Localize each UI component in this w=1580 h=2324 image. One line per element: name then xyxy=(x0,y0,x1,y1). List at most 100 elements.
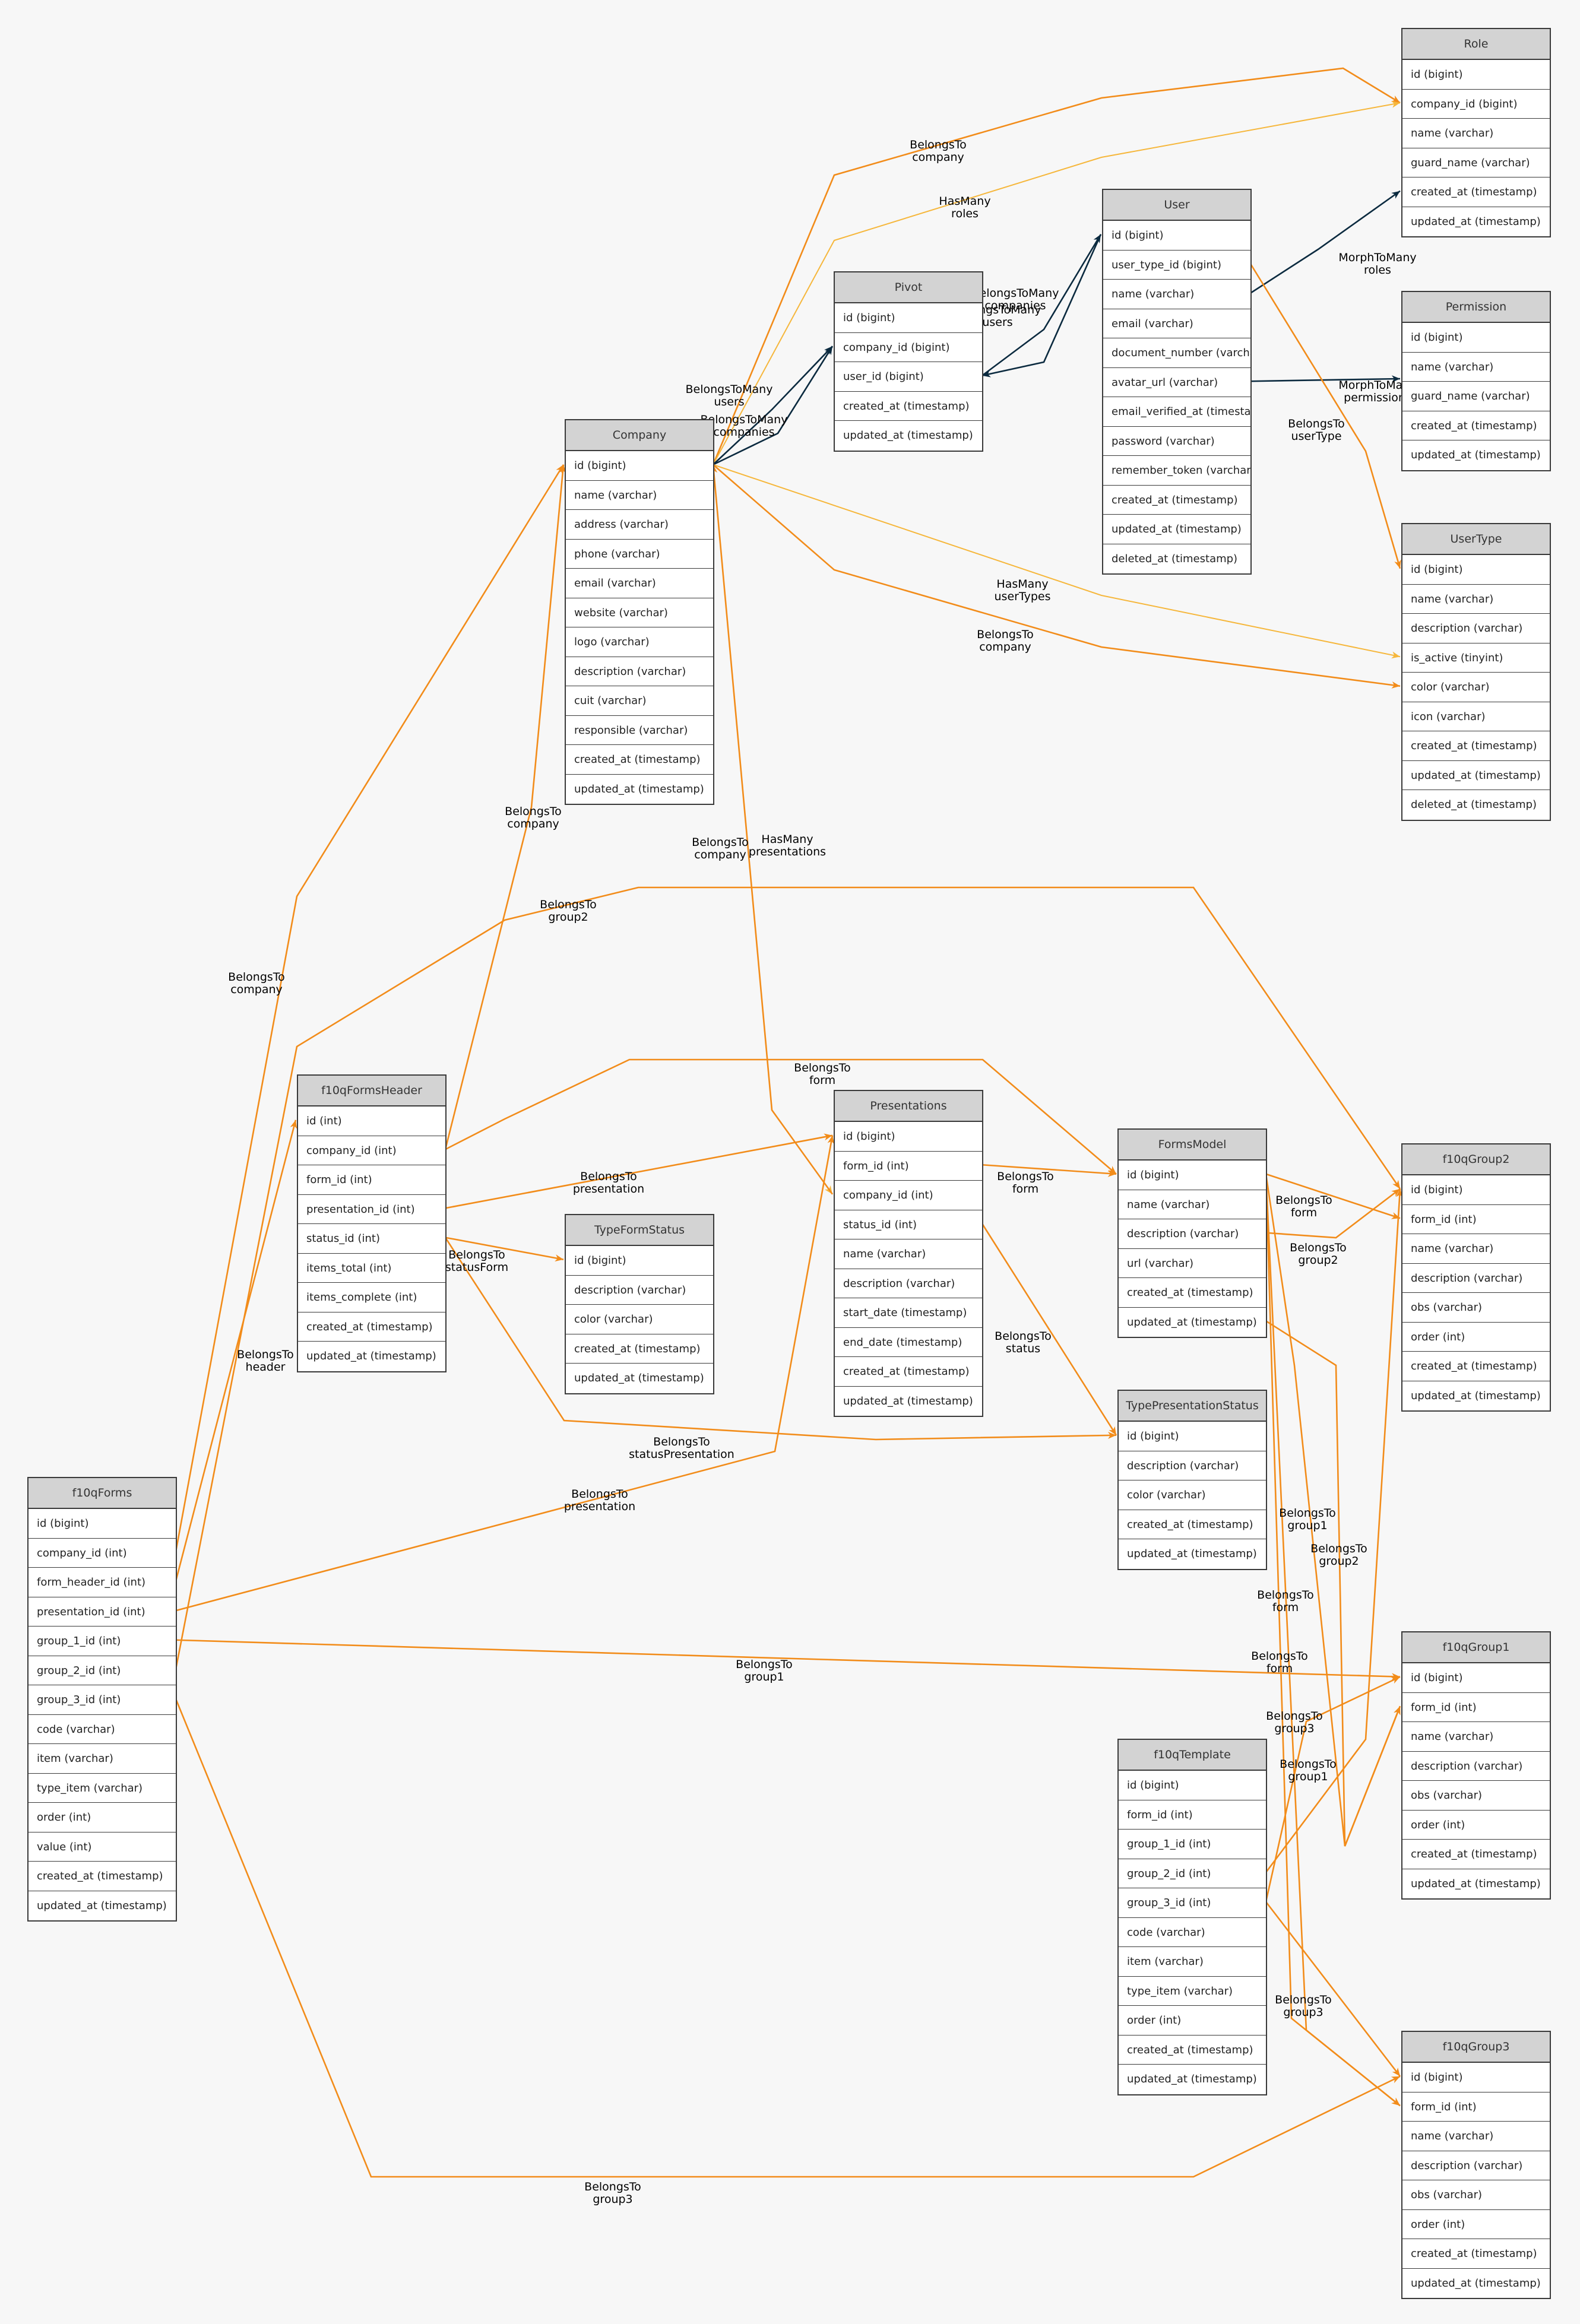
table-column: created_at (timestamp) xyxy=(298,1312,445,1342)
table-column: updated_at (timestamp) xyxy=(1411,1877,1541,1890)
table-column: company_id (int) xyxy=(835,1181,982,1210)
edge-belongstomany-companies[interactable] xyxy=(981,234,1102,377)
edge-belongsto-group3[interactable] xyxy=(175,1698,1401,2178)
table-column: description (varchar) xyxy=(835,1269,982,1298)
edge-belongsto-group1[interactable] xyxy=(175,1639,1401,1678)
table-column: group_1_id (int) xyxy=(1119,1830,1266,1859)
edge-belongsto-status[interactable] xyxy=(981,1223,1117,1436)
table-column: created_at (timestamp) xyxy=(1402,411,1550,440)
table-column: id (bigint) xyxy=(566,451,713,481)
table-header: Permission xyxy=(1402,292,1550,323)
table-header: TypeFormStatus xyxy=(566,1215,713,1246)
edge-belongsto-form[interactable] xyxy=(981,1163,1117,1175)
table-column: id (bigint) xyxy=(1402,2063,1550,2092)
table-column: name (varchar) xyxy=(1402,585,1550,614)
edge-belongsto-form[interactable] xyxy=(1265,1174,1401,2107)
table-column: email_verified_at (timestamp) xyxy=(1103,397,1250,427)
edge-belongsto-company[interactable] xyxy=(712,67,1401,465)
edge-morphtomany-roles[interactable] xyxy=(1250,190,1401,294)
edge-belongsto-company-arrowhead xyxy=(1391,95,1400,103)
table-column: description (varchar) xyxy=(566,657,713,686)
edge-belongsto-group2[interactable] xyxy=(1265,1174,1401,1847)
edge-belongstomany-users[interactable] xyxy=(713,345,833,465)
edge-belongsto-group2[interactable] xyxy=(1265,1188,1401,1239)
table-column: id (bigint) xyxy=(1119,1422,1266,1451)
table-column: icon (varchar) xyxy=(1402,702,1550,731)
edge-belongsto-company[interactable] xyxy=(444,464,565,1150)
edge-morphtomany-permissions[interactable] xyxy=(1250,378,1401,382)
table-header: Company xyxy=(566,420,713,451)
table-column: form_header_id (int) xyxy=(29,1568,176,1597)
table-column: updated_at (timestamp) xyxy=(1402,761,1550,790)
edge-belongsto-presentation[interactable] xyxy=(175,1135,834,1612)
table-column: group_3_id (int) xyxy=(29,1685,176,1715)
edge-belongsto-company-arrowhead xyxy=(1391,681,1400,689)
edge-belongsto-group3[interactable] xyxy=(1265,1901,1401,2077)
table-column: name (varchar) xyxy=(566,481,713,510)
table-column: description (varchar) xyxy=(1119,1219,1266,1249)
edge-belongsto-header[interactable] xyxy=(175,1120,297,1582)
table-column: order (int) xyxy=(1402,1323,1550,1352)
edge-hasmany-roles[interactable] xyxy=(713,102,1401,465)
edge-belongsto-form[interactable] xyxy=(1265,1173,1401,1219)
table-column: description (varchar) xyxy=(1402,1264,1550,1293)
edge-belongsto-group1[interactable] xyxy=(1265,1188,1401,1873)
table-column: status_id (int) xyxy=(835,1210,982,1239)
table-column: group_1_id (int) xyxy=(29,1627,176,1656)
table-column: status_id (int) xyxy=(298,1224,445,1254)
edge-belongstomany-companies[interactable] xyxy=(713,345,834,465)
table-column: description (varchar) xyxy=(1119,1451,1266,1480)
table-column: responsible (varchar) xyxy=(566,716,713,745)
table-column: document_number (varchar) xyxy=(1103,338,1250,368)
table-column: description (varchar) xyxy=(1402,614,1550,643)
table-column: code (varchar) xyxy=(1119,1918,1266,1947)
edge-belongstomany-users[interactable] xyxy=(981,234,1102,376)
table-column: company_id (bigint) xyxy=(835,333,982,362)
table-column: updated_at (timestamp) xyxy=(306,1350,436,1362)
edge-belongsto-group2[interactable] xyxy=(175,886,1401,1670)
table-column: id (bigint) xyxy=(1402,1175,1550,1205)
table-header: Pivot xyxy=(835,272,982,303)
edge-belongsto-statusform[interactable] xyxy=(445,1236,564,1261)
table-column: obs (varchar) xyxy=(1402,2180,1550,2210)
table-column: remember_token (varchar) xyxy=(1103,456,1250,486)
table-column: website (varchar) xyxy=(566,598,713,627)
edge-belongsto-company[interactable] xyxy=(712,464,834,1195)
edge-belongsto-company-arrowhead xyxy=(556,464,563,474)
edge-belongsto-statuspresentation[interactable] xyxy=(444,1237,1117,1441)
edge-belongsto-company[interactable] xyxy=(713,464,1401,687)
edge-belongsto-usertype[interactable] xyxy=(1249,263,1401,569)
edge-belongsto-presentation[interactable] xyxy=(445,1134,833,1209)
edge-belongsto-form[interactable] xyxy=(445,1058,1117,1175)
table-column: name (varchar) xyxy=(1402,2122,1550,2151)
edge-hasmany-usertypes[interactable] xyxy=(713,464,1401,658)
edge-belongsto-company[interactable] xyxy=(175,464,565,1552)
